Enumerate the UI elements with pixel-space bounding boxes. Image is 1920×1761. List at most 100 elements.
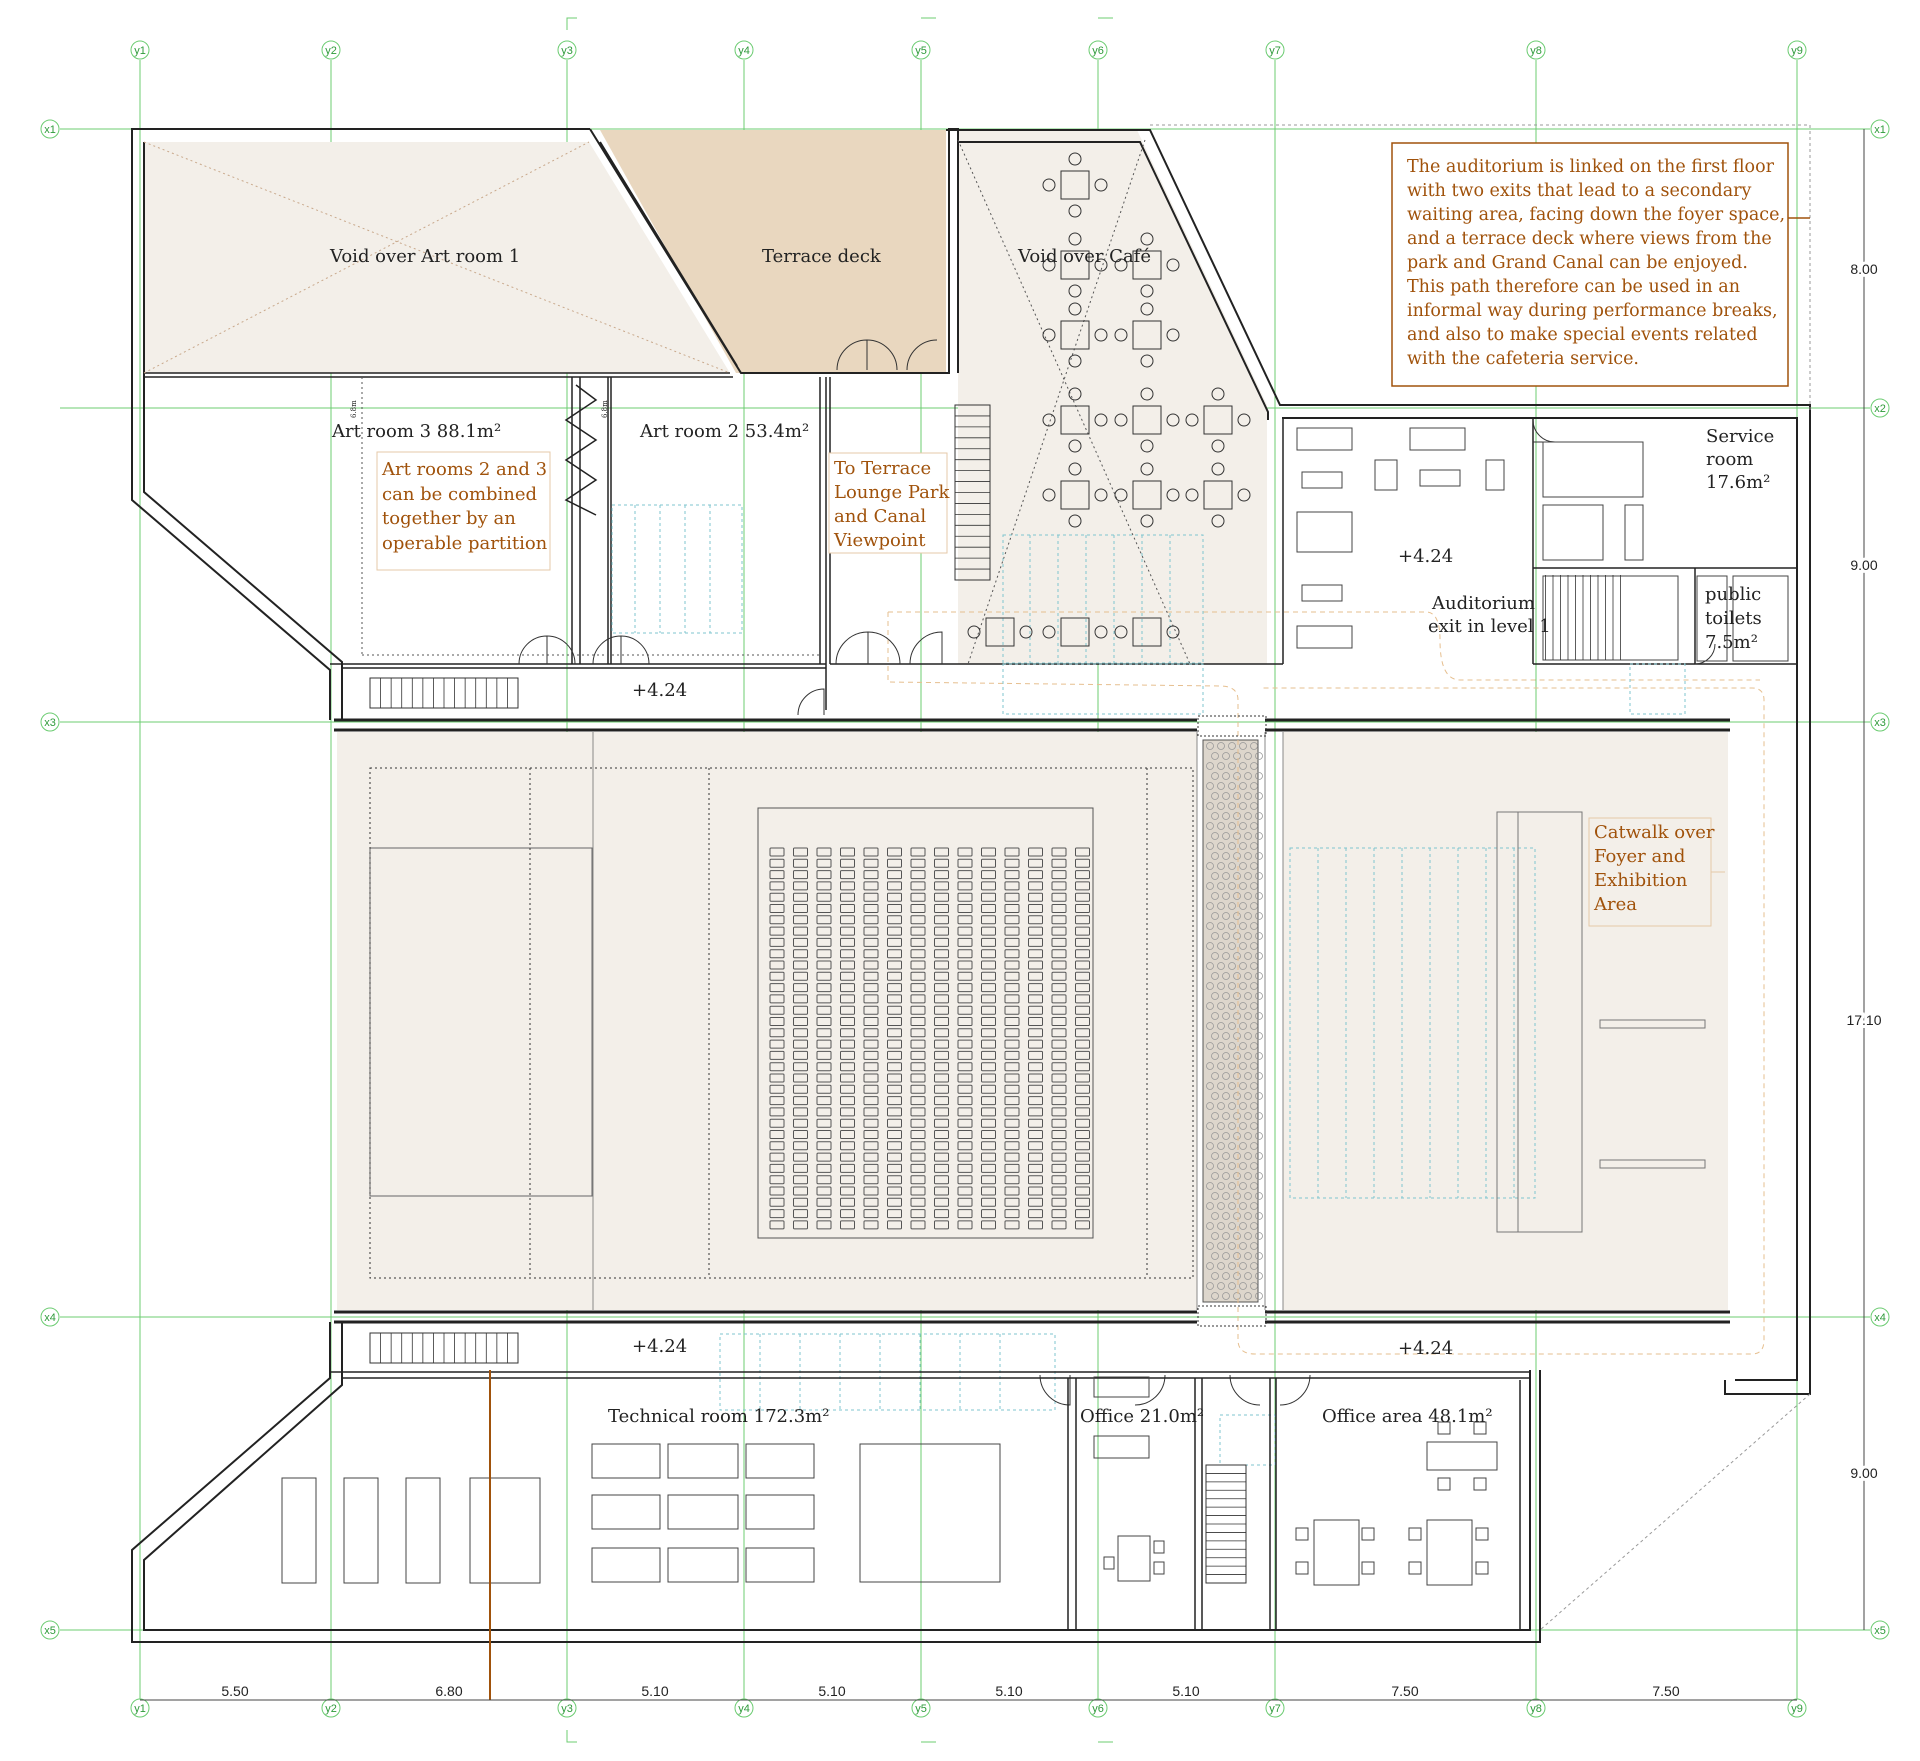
perforation <box>1244 992 1252 1000</box>
description-line-3: waiting area, facing down the foyer spac… <box>1407 205 1785 225</box>
perforation <box>1206 1122 1214 1130</box>
seat <box>910 1017 926 1026</box>
grid-label-x3: x3 <box>44 717 56 729</box>
perforation <box>1255 1272 1263 1280</box>
seat <box>816 1209 832 1219</box>
seat <box>840 1175 855 1185</box>
cafe-chair <box>967 625 981 639</box>
cafe-chair <box>1094 625 1108 639</box>
cafe-chair <box>1166 488 1180 502</box>
seat <box>769 1062 785 1072</box>
perforation <box>1250 1142 1258 1150</box>
perforation <box>1211 1132 1219 1140</box>
seat <box>1028 1028 1043 1038</box>
seat <box>840 881 855 891</box>
perforation <box>1239 1282 1247 1290</box>
description-line-7: informal way during performance breaks, <box>1407 301 1778 321</box>
seat <box>863 915 879 925</box>
seat <box>769 1209 785 1219</box>
perforation <box>1244 772 1252 780</box>
perforation <box>1211 992 1219 1000</box>
seat <box>1075 1209 1090 1219</box>
cafe-chair <box>1068 284 1082 298</box>
seat <box>981 994 996 1004</box>
perforation <box>1206 762 1214 770</box>
seat <box>1075 1039 1090 1049</box>
seat <box>887 1175 902 1185</box>
perforation <box>1222 872 1230 880</box>
perforation <box>1222 772 1230 780</box>
seat <box>1075 1073 1090 1083</box>
perforation <box>1239 1262 1247 1270</box>
seat <box>840 1084 855 1094</box>
perforation <box>1228 1022 1236 1030</box>
perforation <box>1217 962 1225 970</box>
seat <box>1028 1186 1043 1196</box>
cafe-table <box>1132 320 1162 350</box>
seat <box>1028 983 1043 993</box>
seat <box>816 1141 832 1151</box>
seat <box>934 892 949 902</box>
seat <box>910 847 926 857</box>
perforation <box>1222 952 1230 960</box>
seat <box>840 960 855 970</box>
cafe-table <box>1203 405 1233 435</box>
office-furniture <box>1093 1376 1498 1586</box>
perforation <box>1211 1232 1219 1240</box>
seat <box>910 1220 926 1230</box>
seat <box>793 937 808 947</box>
grid-label-y7-bottom: y7 <box>1269 1703 1281 1715</box>
seat <box>793 904 808 913</box>
seat <box>863 1163 879 1173</box>
seat <box>816 892 832 902</box>
seat <box>1051 1197 1067 1207</box>
perforation <box>1244 812 1252 820</box>
seat <box>816 870 832 880</box>
seat <box>981 1130 996 1139</box>
perforation <box>1244 792 1252 800</box>
seat <box>934 1163 949 1173</box>
perforation <box>1233 932 1241 940</box>
seat <box>910 1130 926 1139</box>
seat <box>910 971 926 981</box>
seat <box>910 949 926 959</box>
perforation <box>1228 1062 1236 1070</box>
perforation <box>1211 912 1219 920</box>
dim-bottom-4: 5.10 <box>818 1683 845 1699</box>
cafe-chair <box>1140 439 1154 453</box>
perforation <box>1233 1072 1241 1080</box>
seat <box>1028 1175 1043 1185</box>
cafe-chair <box>1042 488 1056 502</box>
level-cafe-label: +4.24 <box>1398 546 1453 567</box>
seat <box>769 926 785 936</box>
partition-width-label-1: 6.8m <box>350 400 358 418</box>
perforation <box>1217 1082 1225 1090</box>
perforation <box>1211 792 1219 800</box>
seat <box>863 1130 879 1139</box>
perforation <box>1244 952 1252 960</box>
dim-bottom-5: 5.10 <box>995 1683 1022 1699</box>
seat <box>793 926 808 936</box>
perforation <box>1217 882 1225 890</box>
cafe-chair <box>1140 232 1154 246</box>
seat <box>816 858 832 868</box>
seat <box>1028 1062 1043 1072</box>
seat <box>769 1186 785 1196</box>
seat <box>816 1005 832 1015</box>
seat <box>840 1096 855 1106</box>
perforation <box>1233 1192 1241 1200</box>
seat <box>981 1050 996 1060</box>
perforation <box>1211 1292 1219 1300</box>
seat <box>934 971 949 981</box>
catwalk-line-4: Area <box>1593 894 1637 915</box>
seat <box>863 1028 879 1038</box>
seat <box>769 994 785 1004</box>
seat <box>769 1107 785 1117</box>
perforation <box>1211 1032 1219 1040</box>
cafe-chair <box>1211 462 1225 476</box>
seat <box>910 983 926 993</box>
seat <box>1004 1050 1020 1060</box>
seat <box>957 1107 973 1117</box>
seat <box>1028 1107 1043 1117</box>
dim-right-1: 8.00 <box>1850 261 1877 277</box>
